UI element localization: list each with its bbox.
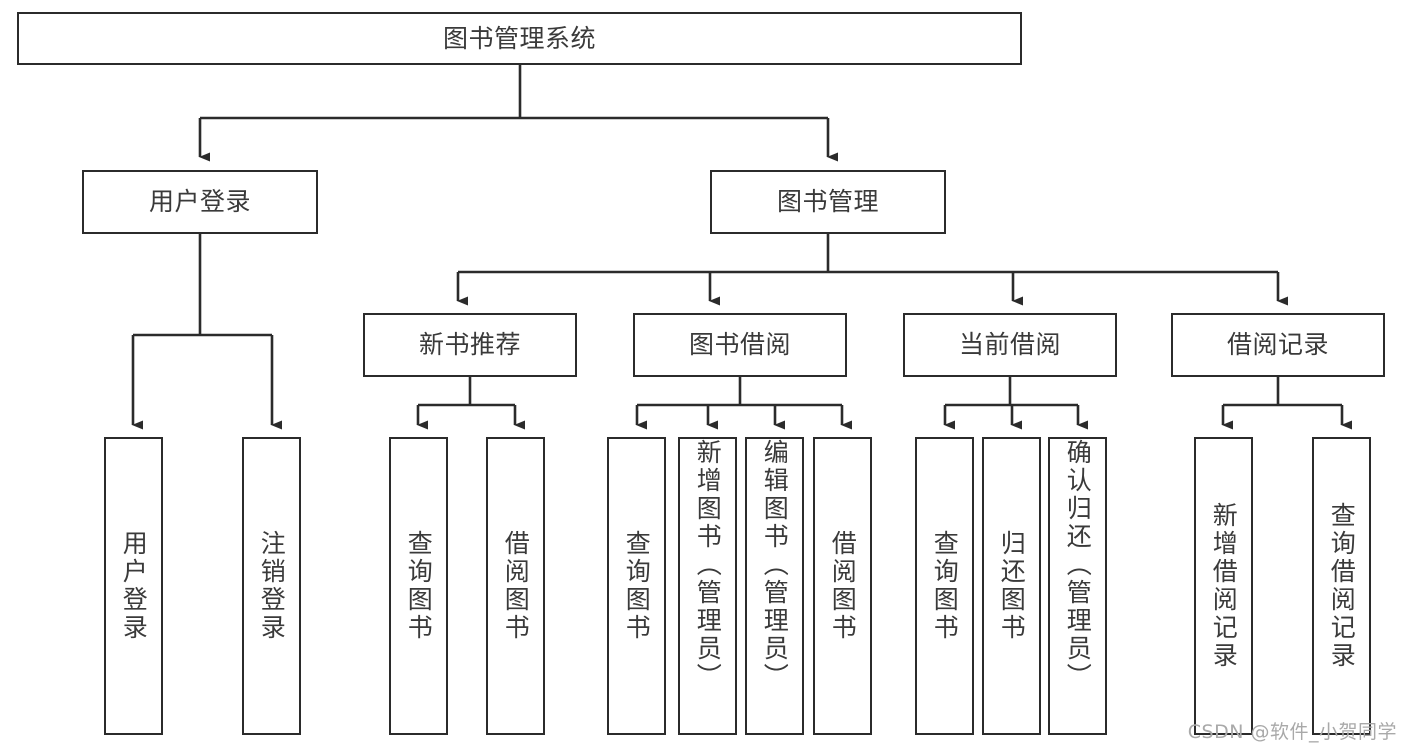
leaf-query-book-2[interactable]: 查询图书 (607, 437, 666, 735)
node-current-borrow-label: 当前借阅 (958, 330, 1061, 360)
node-new-book-recommend-label: 新书推荐 (418, 330, 521, 360)
leaf-borrow-book-1[interactable]: 借阅图书 (486, 437, 545, 735)
node-book-borrow[interactable]: 图书借阅 (633, 313, 847, 377)
node-book-borrow-label: 图书借阅 (688, 330, 791, 360)
leaf-add-book[interactable]: 新增图书（管理员） (678, 437, 737, 735)
leaf-user-login[interactable]: 用户登录 (104, 437, 163, 735)
leaf-add-record[interactable]: 新增借阅记录 (1194, 437, 1253, 735)
leaf-add-book-label: 新增图书（管理员） (693, 439, 723, 691)
leaf-return-book-label: 归还图书 (997, 530, 1027, 642)
node-user-login[interactable]: 用户登录 (82, 170, 318, 234)
node-new-book-recommend[interactable]: 新书推荐 (363, 313, 577, 377)
leaf-return-book[interactable]: 归还图书 (982, 437, 1041, 735)
node-user-login-label: 用户登录 (148, 187, 251, 217)
node-book-manage[interactable]: 图书管理 (710, 170, 946, 234)
leaf-borrow-book-2-label: 借阅图书 (828, 530, 858, 642)
leaf-query-record-label: 查询借阅记录 (1327, 502, 1357, 670)
leaf-query-book-3[interactable]: 查询图书 (915, 437, 974, 735)
leaf-query-record[interactable]: 查询借阅记录 (1312, 437, 1371, 735)
leaf-add-record-label: 新增借阅记录 (1209, 502, 1239, 670)
leaf-user-login-label: 用户登录 (119, 530, 149, 642)
leaf-query-book-3-label: 查询图书 (930, 530, 960, 642)
leaf-query-book-1-label: 查询图书 (404, 530, 434, 642)
leaf-borrow-book-2[interactable]: 借阅图书 (813, 437, 872, 735)
leaf-query-book-1[interactable]: 查询图书 (389, 437, 448, 735)
leaf-edit-book[interactable]: 编辑图书（管理员） (745, 437, 804, 735)
node-book-manage-label: 图书管理 (776, 187, 879, 217)
node-current-borrow[interactable]: 当前借阅 (903, 313, 1117, 377)
leaf-borrow-book-1-label: 借阅图书 (501, 530, 531, 642)
leaf-query-book-2-label: 查询图书 (622, 530, 652, 642)
leaf-user-logout[interactable]: 注销登录 (242, 437, 301, 735)
node-root[interactable]: 图书管理系统 (17, 12, 1022, 65)
leaf-user-logout-label: 注销登录 (257, 530, 287, 642)
leaf-edit-book-label: 编辑图书（管理员） (760, 439, 790, 691)
leaf-confirm-return[interactable]: 确认归还（管理员） (1048, 437, 1107, 735)
leaf-confirm-return-label: 确认归还（管理员） (1063, 439, 1093, 691)
node-root-label: 图书管理系统 (442, 23, 596, 53)
node-borrow-record[interactable]: 借阅记录 (1171, 313, 1385, 377)
node-borrow-record-label: 借阅记录 (1226, 330, 1329, 360)
